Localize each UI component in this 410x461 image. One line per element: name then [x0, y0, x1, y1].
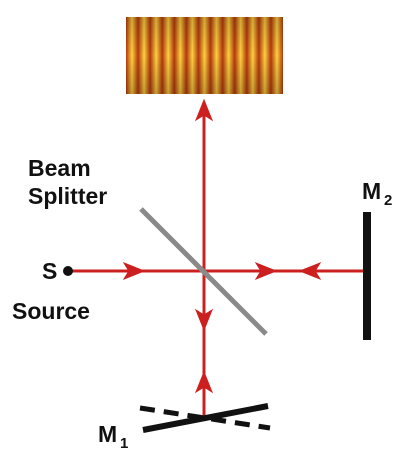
fringe-shading — [126, 17, 283, 94]
arrow-up-from-m1 — [194, 370, 214, 394]
mirror-m1-label: M 1 — [98, 421, 128, 452]
arrow-up-to-screen — [194, 98, 214, 122]
source-point — [63, 266, 73, 276]
fringe-screen — [126, 17, 283, 94]
mirror-m1-label-main: M — [98, 421, 117, 447]
mirror-m2-label-subscript: 2 — [384, 192, 392, 209]
beam-splitter — [139, 207, 268, 336]
arrow-right-from-source — [122, 261, 146, 281]
mirror-m2-label: M 2 — [362, 178, 392, 209]
source-point-label: S — [42, 258, 57, 284]
beam-splitter-label-line2: Splitter — [28, 183, 107, 209]
beam-splitter-label-line1: Beam — [28, 155, 91, 181]
beam-arrows — [122, 98, 322, 394]
source-label: Source — [12, 298, 90, 324]
arrow-right-to-m2 — [254, 261, 278, 281]
mirror-m1 — [142, 403, 269, 433]
mirror-m1-label-subscript: 1 — [120, 435, 128, 452]
light-beams — [68, 102, 365, 420]
mirror-m2-label-main: M — [362, 178, 381, 204]
mirror-m1-dashed — [139, 405, 271, 431]
mirror-m1-group — [139, 403, 271, 433]
arrow-down-from-splitter — [194, 308, 214, 332]
arrow-left-from-m2 — [298, 261, 322, 281]
